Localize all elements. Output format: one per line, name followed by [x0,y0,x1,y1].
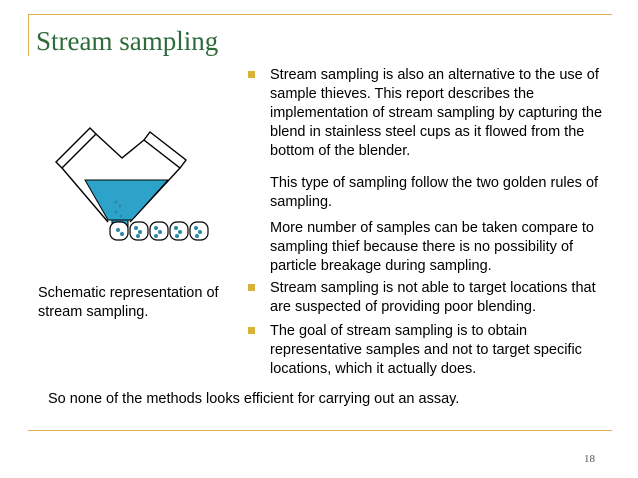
left-rule [28,14,29,56]
bullet-square-icon [248,71,255,78]
bullet-square-icon [248,284,255,291]
bottom-rule [28,430,612,431]
top-rule [28,14,612,15]
page-number: 18 [584,453,595,465]
bullet-text: Stream sampling is also an alternative t… [270,67,603,159]
bullet-text: Stream sampling is not able to target lo… [270,280,596,315]
bullet-text: The goal of stream sampling is to obtain… [270,323,582,377]
slide-title: Stream sampling [36,26,219,56]
paragraph: This type of sampling follow the two gol… [270,175,599,210]
paragraph: More number of samples can be taken comp… [270,220,594,274]
figure-caption: Schematic representation of stream sampl… [38,285,219,320]
bullet-square-icon [248,327,255,334]
stream-sampling-illustration [55,127,209,241]
conclusion-text: So none of the methods looks efficient f… [48,391,460,407]
